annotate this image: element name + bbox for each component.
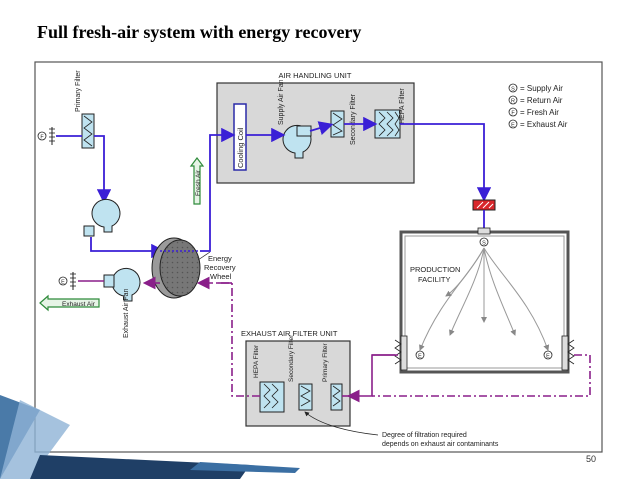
filtration-note: Degree of filtration required depends on… <box>382 432 499 448</box>
supply-damper <box>472 199 496 211</box>
marker-e-left: E <box>415 350 425 360</box>
fresh-air-fan <box>83 198 121 237</box>
legend-item-exhaust: E = Exhaust Air <box>508 119 568 129</box>
svg-text:= Supply Air: = Supply Air <box>520 84 563 93</box>
eafu-secondary-filter <box>298 383 313 411</box>
exhaust-air-arrow <box>39 294 100 312</box>
exhaust-air-filter-unit: EXHAUST AIR FILTER UNIT HEPA Filter Seco… <box>241 329 351 427</box>
eafu-primary-label: Primary Filter <box>322 343 329 382</box>
primary-filter-label: Primary Filter <box>75 70 82 112</box>
ahu-hepa-filter-label: HEPA Filter <box>399 88 406 124</box>
slide-title: Full fresh-air system with energy recove… <box>37 22 362 42</box>
exhaust-air-fan <box>103 267 141 302</box>
supply-air-fan-label: Supply Air Fan <box>278 79 285 125</box>
fresh-air-intake-grille <box>49 127 55 145</box>
svg-text:S: S <box>511 87 515 93</box>
airflow-streams <box>419 247 550 351</box>
eafu-secondary-label: Secondary Filter <box>288 334 295 382</box>
exhaust-grille-left <box>394 335 408 371</box>
svg-text:E: E <box>61 280 65 286</box>
svg-text:= Return Air: = Return Air <box>520 96 563 105</box>
ahu-secondary-filter-label: Secondary Filter <box>350 93 357 145</box>
exhaust-outlet-grille <box>70 272 76 290</box>
ahu-secondary-filter <box>330 110 345 138</box>
energy-recovery-wheel-label: Energy Recovery Wheel <box>204 254 238 281</box>
page-number: 50 <box>586 454 597 464</box>
svg-text:S: S <box>482 241 486 247</box>
fresh-air-arrow <box>189 157 205 205</box>
ahu-title: AIR HANDLING UNIT <box>279 71 352 80</box>
svg-text:E: E <box>418 354 422 360</box>
svg-text:F: F <box>511 111 515 117</box>
svg-text:R: R <box>511 99 515 105</box>
energy-recovery-wheel <box>151 237 201 299</box>
exhaust-grille-right <box>561 335 575 371</box>
svg-text:= Fresh Air: = Fresh Air <box>520 108 559 117</box>
eafu-hepa-filter <box>259 381 285 413</box>
cooling-coil-label: Cooling Coil <box>236 127 245 168</box>
svg-text:F: F <box>40 135 44 141</box>
marker-s: S <box>479 237 489 247</box>
legend-item-return: R = Return Air <box>508 95 563 105</box>
eafu-hepa-label: HEPA Filter <box>253 344 260 378</box>
fresh-air-arrow-label: Fresh Air <box>195 169 202 196</box>
exhaust-air-fan-label-rotated: Exhaust Air Fan <box>123 288 130 338</box>
legend-item-supply: S = Supply Air <box>508 83 563 93</box>
marker-e-right: E <box>543 350 553 360</box>
svg-text:= Exhaust Air: = Exhaust Air <box>520 120 568 129</box>
eafu-title: EXHAUST AIR FILTER UNIT <box>241 329 338 338</box>
primary-filter <box>81 113 95 149</box>
ahu-hepa-filter <box>374 109 401 139</box>
air-handling-unit: AIR HANDLING UNIT Cooling Coil Supply Ai… <box>216 71 415 184</box>
exhaust-air-arrow-label: Exhaust Air <box>62 301 96 308</box>
marker-e-outlet: E <box>58 276 68 286</box>
marker-f-intake: F <box>37 131 47 141</box>
legend-item-fresh: F = Fresh Air <box>508 107 559 117</box>
svg-text:E: E <box>546 354 550 360</box>
production-facility-label: PRODUCTION FACILITY <box>410 265 463 284</box>
supply-air-fan <box>282 124 312 159</box>
legend: S = Supply Air R = Return Air F = Fresh … <box>508 83 568 129</box>
eafu-primary-filter <box>330 383 343 411</box>
svg-text:E: E <box>511 123 515 129</box>
